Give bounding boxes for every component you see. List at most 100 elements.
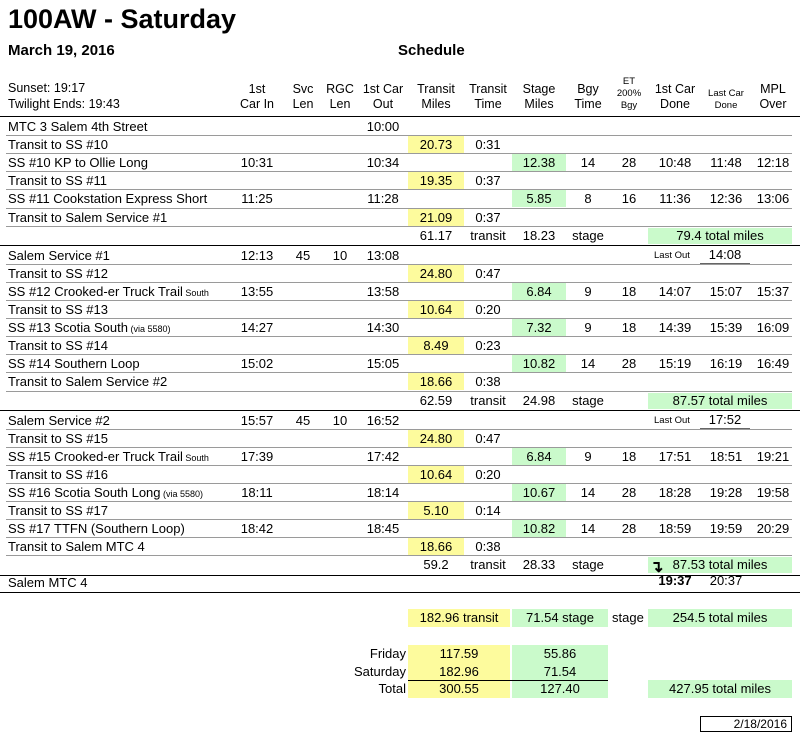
cell-bgy: 8 (584, 191, 592, 207)
row-label-text: SS #17 TTFN (Southern Loop) (8, 521, 185, 537)
header-line: Done (714, 100, 738, 111)
cell-mpl: 15:37 (756, 283, 790, 299)
cell-smiles: 24.98 (522, 392, 556, 408)
header-line: Bgy (620, 100, 638, 111)
row-label: Salem Service #1 (8, 248, 110, 263)
cell-in: 11:25 (241, 191, 273, 207)
row-label-suffix: (via 5580) (160, 489, 204, 499)
row-rule (6, 281, 792, 283)
cell-ttime: 0:20 (475, 466, 501, 482)
cell-ttime: 0:38 (475, 374, 501, 390)
cell-in: 14:27 (240, 320, 274, 336)
cell-done: 14:07 (658, 283, 692, 299)
row-rule (6, 390, 792, 392)
cell-mpl: 19:58 (756, 485, 790, 500)
cell-ttime: 0:14 (475, 503, 501, 519)
row-label: Transit to SS #11 (8, 173, 107, 188)
cell-tmiles: 10.64 (408, 465, 464, 483)
cell-tmiles: 59.2 (423, 557, 449, 573)
row-rule (6, 171, 792, 173)
row-rule (6, 300, 792, 301)
cell-bgy: 14 (580, 356, 596, 372)
row-rule (6, 555, 792, 557)
cell-out: 18:45 (366, 521, 400, 537)
cell-in: 18:42 (240, 521, 274, 537)
row-label: SS #17 TTFN (Southern Loop) (8, 521, 185, 536)
cell-done: 18:28 (658, 485, 692, 500)
row-rule (6, 263, 792, 265)
cell-in: 18:11 (241, 485, 273, 500)
row-rule (6, 336, 792, 338)
row-label-text: Transit to SS #16 (8, 466, 108, 482)
row-label-suffix: South (182, 287, 209, 298)
date-stamp: 2/18/2016 (700, 716, 792, 732)
row-label: Transit to SS #15 (8, 431, 108, 446)
cell-smiles: 6.84 (512, 282, 566, 300)
cell-tmiles: 24.80 (408, 429, 464, 447)
cell-done: 11:36 (659, 191, 691, 207)
row-label: Transit to SS #17 (8, 503, 108, 518)
cell-mpl: 13:06 (756, 191, 790, 207)
row-label-suffix: (via 5580) (127, 324, 171, 335)
row-label: Transit to Salem Service #2 (8, 374, 167, 389)
row-label-text: Transit to Salem Service #1 (8, 209, 168, 225)
row-label-text: Transit to SS #13 (8, 302, 108, 317)
row-label: Transit to SS #13 (8, 302, 108, 317)
summary-total: 254.5 total miles (648, 609, 792, 627)
cell-smiles: 10.67 (512, 484, 566, 502)
totals-transit: 300.55 (408, 680, 510, 698)
cell-out: 10:00 (366, 119, 400, 134)
final-last-done: 20:37 (709, 573, 743, 588)
row-label-text: SS #13 Scotia South (8, 320, 128, 336)
last-out-time: 17:52 (700, 412, 750, 429)
row-rule (6, 189, 792, 191)
row-label-text: Transit to SS #17 (8, 503, 108, 519)
cell-et: 18 (621, 448, 637, 464)
cell-tmiles: 10.64 (408, 301, 464, 319)
cell-et: 28 (621, 521, 637, 537)
row-rule (6, 372, 792, 374)
row-label: Transit to SS #14 (8, 338, 108, 353)
twilight-time: Twilight Ends: 19:43 (8, 97, 120, 111)
header-rule (0, 116, 800, 117)
cell-svc: 45 (295, 412, 311, 428)
row-rule (6, 428, 792, 430)
cell-bgy: stage (572, 557, 604, 573)
row-rule (6, 464, 792, 466)
row-label-text: Transit to SS #14 (8, 338, 108, 354)
cell-tmiles: 19.35 (408, 172, 464, 190)
cell-in: 12:13 (240, 247, 274, 263)
header-line: Done (660, 97, 690, 111)
cell-lastdone: 18:51 (709, 448, 743, 464)
cell-bgy: 9 (584, 320, 592, 336)
cell-ttime: 0:37 (475, 209, 501, 225)
cell-et: 18 (621, 320, 637, 336)
header-line: Svc (292, 82, 314, 96)
header-line: 200% (616, 88, 642, 99)
header-line: Out (372, 97, 394, 111)
row-label: MTC 3 Salem 4th Street (8, 119, 147, 134)
cell-lastdone: 15:07 (709, 283, 743, 299)
final-label: Salem MTC 4 (8, 575, 88, 590)
cell-mpl: 20:29 (756, 521, 790, 537)
row-rule (6, 446, 792, 448)
page-title: 100AW - Saturday (8, 4, 237, 34)
cell-rgc: 10 (332, 247, 348, 263)
cell-smiles: 6.84 (512, 447, 566, 465)
last-out-label: Last Out (654, 414, 690, 426)
cell-lastdone: 19:28 (709, 485, 743, 500)
cell-done: 14:39 (658, 320, 692, 336)
summary-stage: 71.54 stage (512, 609, 608, 627)
cell-et: 16 (621, 191, 637, 207)
header-line: Time (474, 97, 502, 111)
row-rule (6, 153, 792, 155)
row-label: SS #11 Cookstation Express Short (8, 191, 207, 206)
row-label-text: Transit to SS #15 (8, 430, 108, 446)
arrow-icon: ↴ (650, 559, 664, 576)
